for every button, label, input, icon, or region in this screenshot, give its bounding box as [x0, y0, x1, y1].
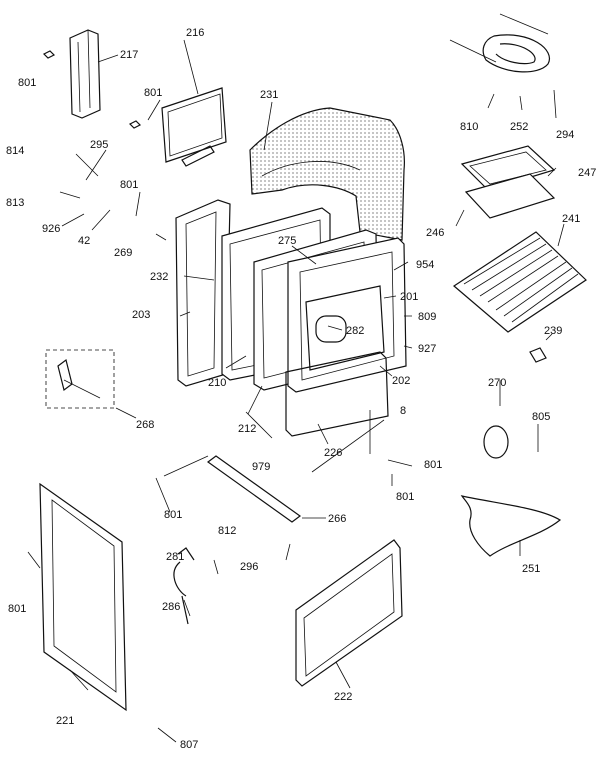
- bake-element-251: [460, 495, 562, 557]
- callout-812: 812: [218, 525, 236, 537]
- callout-221: 221: [56, 715, 74, 727]
- callout-268: 268: [136, 419, 154, 431]
- rod-266: [206, 455, 302, 523]
- callout-8: 8: [400, 405, 406, 417]
- callout-813: 813: [6, 197, 24, 209]
- callout-251: 251: [522, 563, 540, 575]
- callout-282: 282: [346, 325, 364, 337]
- callout-202: 202: [392, 375, 410, 387]
- clip-239: [529, 347, 547, 363]
- callout-814: 814: [6, 145, 24, 157]
- callout-801: 801: [396, 491, 414, 503]
- screw-801-top-left: [42, 50, 56, 59]
- callout-241: 241: [562, 213, 580, 225]
- callout-275: 275: [278, 235, 296, 247]
- callout-295: 295: [90, 139, 108, 151]
- drawer-panel-222: [295, 539, 403, 687]
- callout-246: 246: [426, 227, 444, 239]
- callout-201: 201: [400, 291, 418, 303]
- callout-239: 239: [544, 325, 562, 337]
- callout-labels: 801 217 216 801 231 814 295 813 926 42 8…: [6, 27, 596, 751]
- callout-810: 810: [460, 121, 478, 133]
- screw-801-panel: [128, 120, 142, 129]
- window-282: [305, 285, 385, 371]
- callout-222: 222: [334, 691, 352, 703]
- callout-801: 801: [18, 77, 36, 89]
- outer-door-221: [39, 482, 127, 712]
- bracket-217: [69, 29, 101, 119]
- callout-809: 809: [418, 311, 436, 323]
- callout-266: 266: [328, 513, 346, 525]
- callout-212: 212: [238, 423, 256, 435]
- callout-269: 269: [114, 247, 132, 259]
- door-frame-202: [285, 351, 389, 437]
- callout-216: 216: [186, 27, 204, 39]
- callout-296: 296: [240, 561, 258, 573]
- callout-801: 801: [8, 603, 26, 615]
- callout-226: 226: [324, 447, 342, 459]
- vent-duct-231: [249, 107, 405, 241]
- leader-lines: [27, 39, 565, 743]
- callout-270: 270: [488, 377, 506, 389]
- callout-801: 801: [164, 509, 182, 521]
- callout-926: 926: [42, 223, 60, 235]
- bar-286: [181, 595, 189, 625]
- callout-954: 954: [416, 259, 434, 271]
- callout-42: 42: [78, 235, 90, 247]
- callout-210: 210: [208, 377, 226, 389]
- panel-216: [161, 87, 227, 167]
- broiler-pan-246: [464, 173, 556, 219]
- callout-801: 801: [424, 459, 442, 471]
- callout-281: 281: [166, 551, 184, 563]
- callout-252: 252: [510, 121, 528, 133]
- callout-294: 294: [556, 129, 574, 141]
- detail-box-268: [45, 349, 115, 409]
- heating-element-252: [449, 13, 551, 73]
- callout-927: 927: [418, 343, 436, 355]
- callout-801: 801: [144, 87, 162, 99]
- callout-805: 805: [532, 411, 550, 423]
- callout-203: 203: [132, 309, 150, 321]
- handle-281: [173, 547, 195, 597]
- callout-232: 232: [150, 271, 168, 283]
- callout-801: 801: [120, 179, 138, 191]
- callout-286: 286: [162, 601, 180, 613]
- gasket-270: [483, 425, 509, 459]
- callout-217: 217: [120, 49, 138, 61]
- oven-rack-241: [453, 231, 587, 333]
- callout-807: 807: [180, 739, 198, 751]
- callout-979: 979: [252, 461, 270, 473]
- callout-231: 231: [260, 89, 278, 101]
- callout-247: 247: [578, 167, 596, 179]
